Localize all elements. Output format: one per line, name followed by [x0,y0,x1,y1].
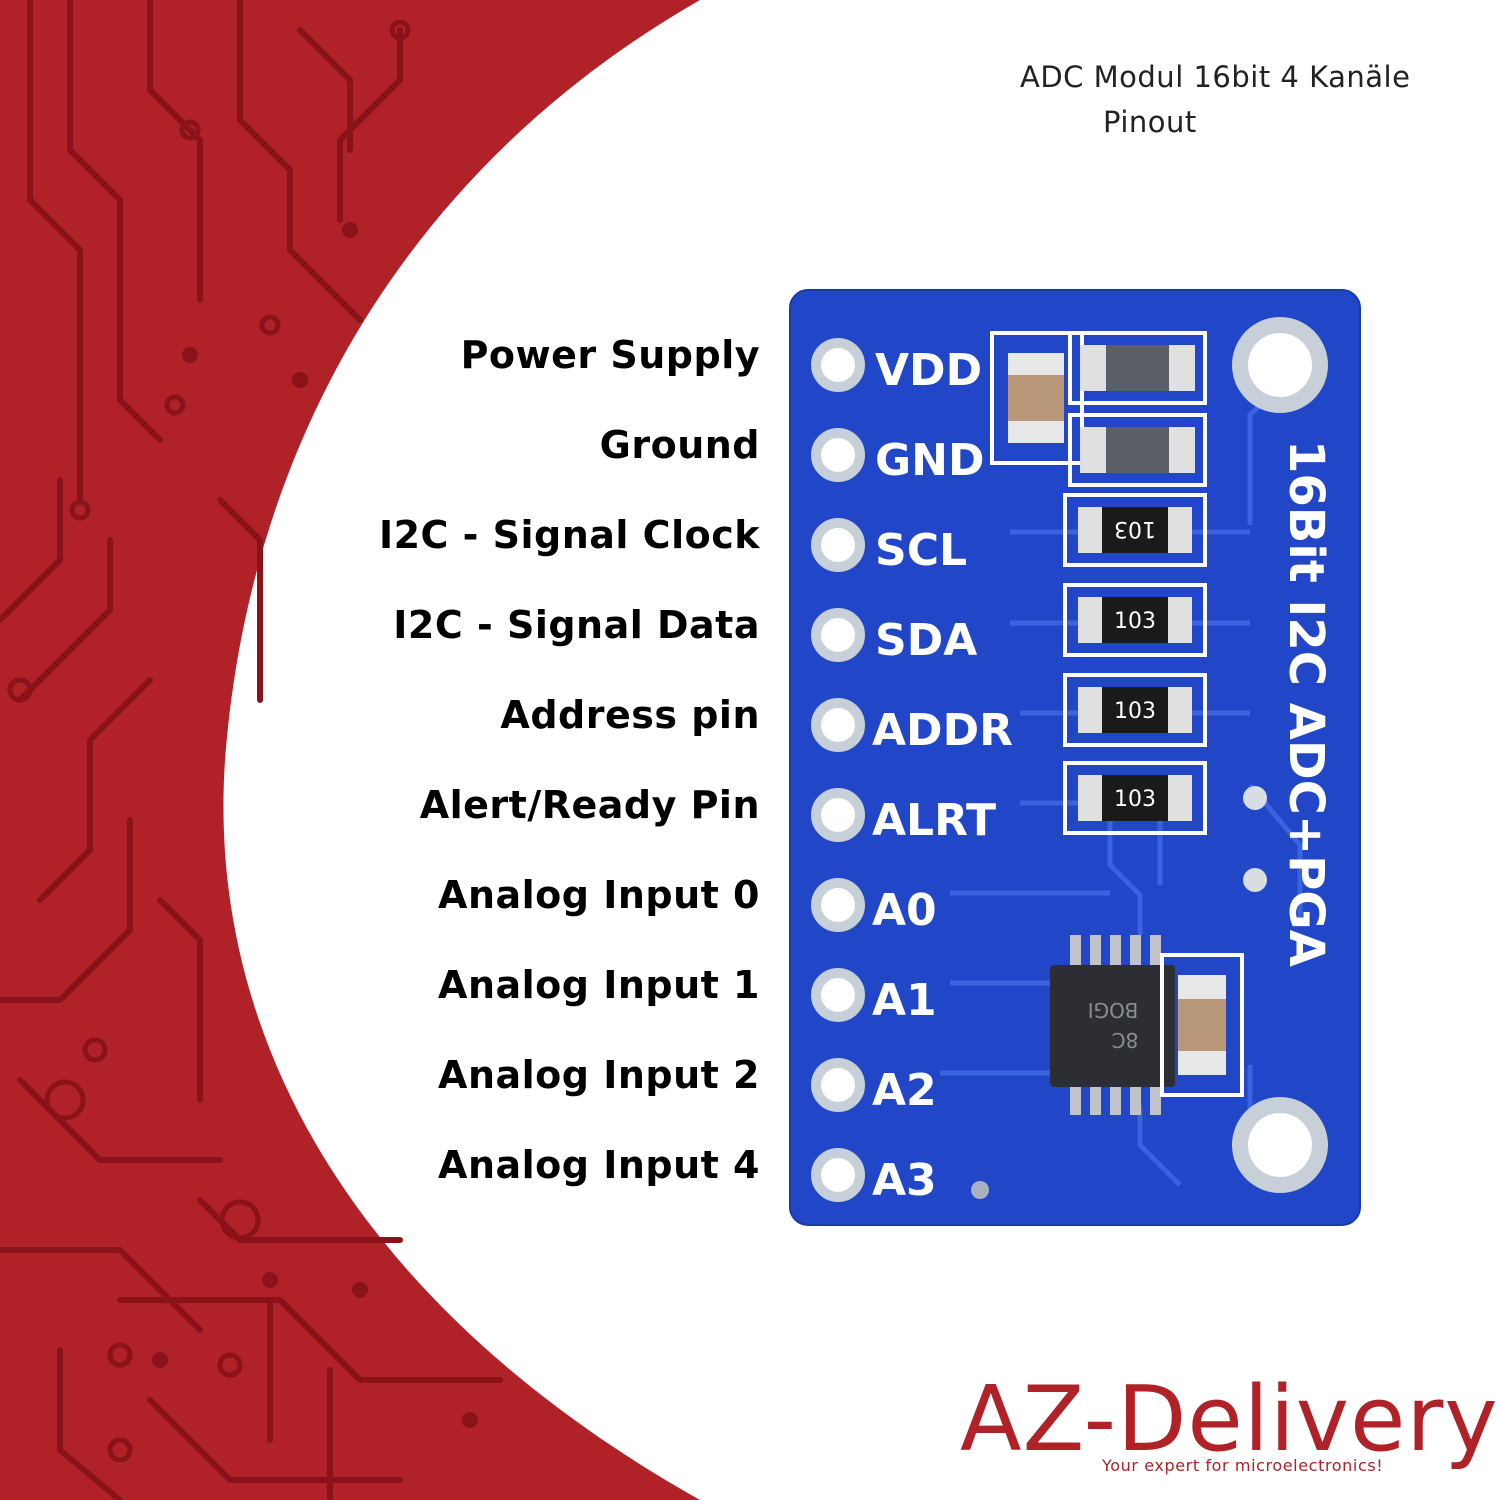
label-analog-input-4: Analog Input 4 [438,1143,760,1187]
label-analog-input-1: Analog Input 1 [438,963,760,1007]
pin-alrt: ALRT [872,795,996,846]
label-i2c-clock: I2C - Signal Clock [378,513,760,557]
label-i2c-data: I2C - Signal Data [393,603,760,647]
chip-marking-2: 8C [1112,1028,1139,1052]
page-subtitle: Pinout [1103,105,1197,139]
logo-tagline: Your expert for microelectronics! [1102,1456,1384,1475]
label-alert-ready: Alert/Ready Pin [419,783,760,827]
pin-a2: A2 [872,1065,937,1116]
page-title: ADC Modul 16bit 4 Kanäle [1020,60,1411,94]
az-delivery-logo: AZ-Delivery Your expert for microelectro… [960,1370,1498,1480]
pin-gnd: GND [875,435,984,486]
label-address-pin: Address pin [500,693,760,737]
pin-holes [811,338,865,1202]
label-analog-input-2: Analog Input 2 [438,1053,760,1097]
adc-chip: BOGI 8C [1050,935,1175,1115]
red-panel [0,0,700,1500]
label-power-supply: Power Supply [460,333,760,377]
pin-a3: A3 [872,1155,937,1206]
circuit-dots [152,222,478,1428]
circuit-pads [7,19,411,1463]
logo-brand: AZ-Delivery [960,1367,1499,1472]
board-silkscreen: 16Bit I2C ADC+PGA [1278,440,1334,967]
pin-a0: A0 [872,885,937,936]
resistor-code-3: 103 [1114,699,1156,724]
mounting-holes [1232,317,1328,1193]
chip-marking-1: BOGI [1088,998,1139,1022]
resistor-code-4: 103 [1114,787,1156,812]
label-analog-input-0: Analog Input 0 [438,873,760,917]
pin-vdd: VDD [875,345,982,396]
adc-module-board: 103 103 103 103 BOGI 8C VDD GND [789,289,1361,1226]
resistor-code-1: 103 [1114,516,1156,541]
label-ground: Ground [599,423,760,467]
pin-sda: SDA [875,615,977,666]
pin-a1: A1 [872,975,937,1026]
resistor-code-2: 103 [1114,609,1156,634]
pin-addr: ADDR [872,705,1013,756]
pin-scl: SCL [875,525,967,576]
resistors [1063,493,1207,835]
